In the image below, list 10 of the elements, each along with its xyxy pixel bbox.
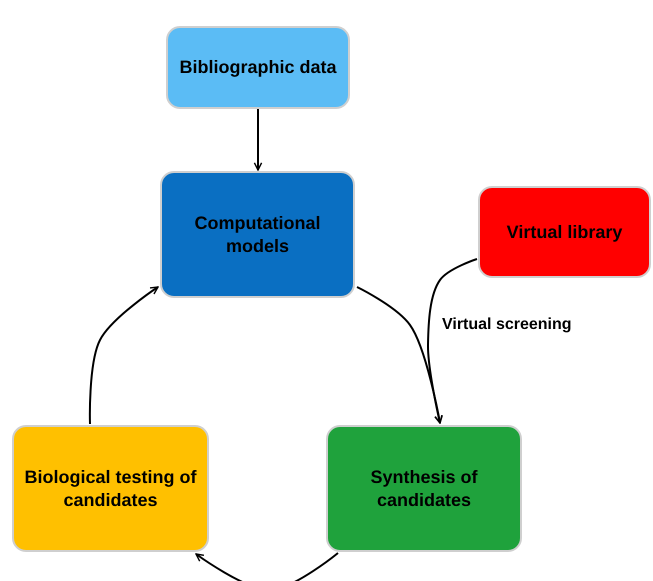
arrow bbox=[356, 286, 443, 424]
data-box: Bibliographic data bbox=[166, 26, 350, 109]
model-box: Computational models bbox=[160, 171, 355, 298]
arrow bbox=[195, 552, 339, 581]
arrow bbox=[254, 109, 262, 171]
library-box: Virtual library bbox=[478, 186, 651, 278]
testing-box: Biological testing of candidates bbox=[12, 425, 209, 552]
arrow bbox=[88, 286, 159, 424]
synthesis-box: Synthesis of candidates bbox=[326, 425, 522, 552]
arrow bbox=[427, 258, 478, 424]
